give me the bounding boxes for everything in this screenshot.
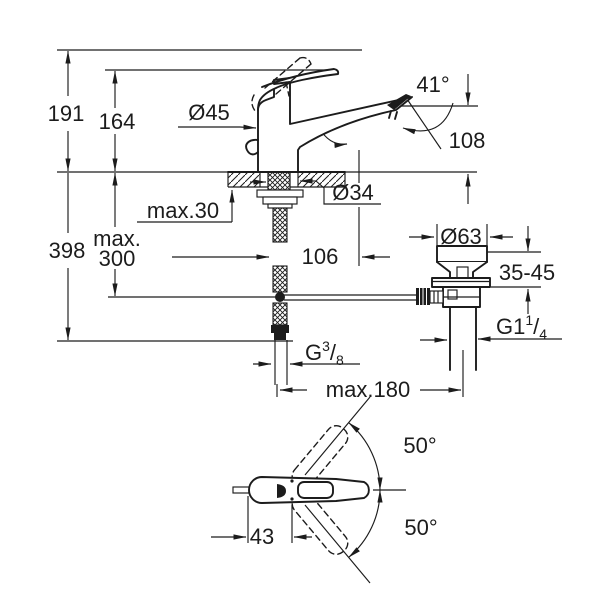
supply-thread-base: G: [305, 340, 322, 365]
dim-mount-depth-line2: 300: [99, 246, 136, 271]
dimension-labels: 191 164 398 max. 300 max.30 Ø45 41° 108 …: [48, 72, 556, 549]
dim-max30-lines: [137, 189, 235, 223]
dim-spout-angle: 41°: [416, 72, 449, 97]
dim-height-body: 164: [99, 109, 136, 134]
dim-supply-thread: G3/8: [305, 338, 344, 368]
dim-handle-offset: 43: [250, 524, 274, 549]
dim-hole-distance-max: max.180: [326, 377, 410, 402]
dim-mount-depth-line1: max.: [93, 226, 141, 251]
dim-hole-diameter: Ø34: [332, 180, 374, 205]
dim-height-above-deck: 191: [48, 101, 85, 126]
dim-deck-thickness: max.30: [147, 198, 219, 223]
waste-thread-sub: 4: [539, 326, 547, 342]
dim-g114-lines: [420, 336, 562, 343]
faucet-side-view: [245, 56, 413, 173]
handle-top-view: [211, 396, 406, 584]
popup-waste-valve: [416, 245, 491, 371]
dim-body-diameter: Ø45: [188, 100, 230, 125]
dim-waste-cap-diameter: Ø63: [440, 224, 482, 249]
dim-spout-projection: 106: [302, 244, 339, 269]
waste-thread-sep: /: [533, 314, 540, 339]
waste-thread-sup: 1: [525, 312, 533, 328]
supply-thread-sub: 8: [336, 352, 344, 368]
dim-swivel-down: 50°: [404, 515, 437, 540]
faucet-under-deck: [256, 171, 417, 385]
supply-thread-sep: /: [330, 340, 337, 365]
dim-waste-thread: G11/4: [496, 312, 547, 342]
mounting-deck: [227, 171, 346, 188]
dim-basin-clamp-range: 35-45: [499, 260, 555, 285]
waste-thread-base: G1: [496, 314, 525, 339]
dim-overall-height: 398: [49, 238, 86, 263]
dim-spout-outlet-height: 108: [449, 128, 486, 153]
dim-swivel-up: 50°: [403, 433, 436, 458]
supply-thread-sup: 3: [322, 338, 330, 354]
